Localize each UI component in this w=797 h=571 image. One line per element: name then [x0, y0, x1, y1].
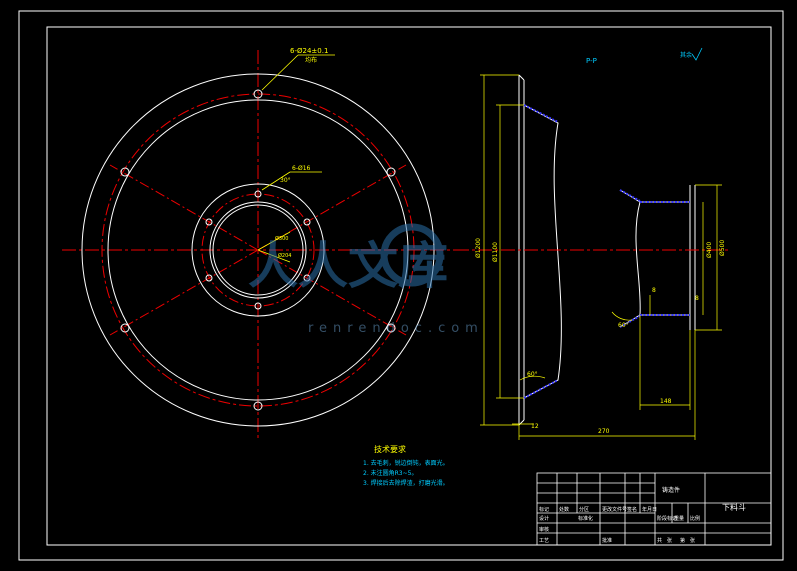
tb-cell: 比例 — [690, 515, 700, 522]
bolt-circle-inner — [201, 193, 315, 307]
tech-requirements: 技术要求 1. 去毛刺，锐边倒钝，表面光。 2. 未注圆角R3~5。 3. 焊接… — [363, 444, 449, 487]
tb-cell: 第 — [680, 537, 685, 544]
weld-hatch — [619, 315, 641, 328]
tb-cell: 标准化 — [578, 515, 593, 522]
watermark-logo — [380, 223, 444, 287]
leader-line — [261, 54, 299, 91]
title-block-frame — [536, 472, 772, 546]
hub-circle — [191, 183, 325, 317]
dim-holes-inner-label: 6-Ø16 — [292, 165, 311, 172]
dim-angle-left: 60° — [527, 371, 538, 378]
bolt-hole — [253, 89, 263, 99]
weld-hatch — [619, 189, 641, 202]
dim-line — [257, 231, 291, 251]
tb-cell: 审核 — [539, 526, 549, 533]
tech-item: 3. 焊接后去除焊渣，打磨光滑。 — [363, 479, 449, 487]
dim-rim-dia: Ø1100 — [492, 242, 499, 262]
tb-cell: 张 — [690, 537, 695, 544]
tb-cell: 阶段标记 — [657, 515, 677, 522]
inner-hole — [254, 190, 262, 198]
dim-inner-pcd: Ø300 — [275, 235, 288, 242]
tb-cell: 工艺 — [539, 538, 549, 544]
radial-line — [257, 249, 407, 336]
outer-frame — [18, 10, 784, 561]
tech-title: 技术要求 — [374, 444, 406, 454]
front-view: 6-Ø24±0.1 均布 6-Ø16 30° Ø300 Ø204 — [62, 47, 455, 440]
roughness-symbol — [691, 47, 703, 61]
bolt-hole — [253, 401, 263, 411]
watermark: 人人文库 renrendoc.com — [248, 223, 484, 336]
dim-hub-width: 8 — [695, 295, 699, 302]
radial-line — [109, 249, 259, 336]
bore-circle — [209, 201, 307, 299]
inner-hole — [254, 302, 262, 310]
tb-cell: 重量 — [674, 515, 684, 522]
tb-cell: 年月日 — [642, 506, 657, 513]
dim-holes-outer-label: 6-Ø24±0.1 — [290, 47, 328, 55]
dim-small: 8 — [652, 287, 656, 294]
watermark-url: renrendoc.com — [308, 321, 484, 336]
tech-item: 1. 去毛刺，锐边倒钝，表面光。 — [363, 459, 449, 467]
title-block — [536, 472, 772, 546]
bolt-hole — [120, 323, 130, 333]
tb-cell: 张 — [667, 537, 672, 544]
flange-edge — [518, 74, 525, 81]
dim-thickness: 12 — [531, 423, 539, 430]
watermark-text: 人人文库 — [248, 237, 448, 295]
title-block-text: 下料斗 铸造件 标记 处数 分区 更改文件号 签名 年月日 设计 标准化 阶段标… — [539, 486, 746, 544]
roughness-note: 其余 — [680, 51, 692, 59]
hub-body — [619, 189, 691, 328]
tb-cell: 共 — [657, 537, 662, 544]
cone-body — [523, 104, 562, 399]
bolt-hole — [386, 167, 396, 177]
angle-arc — [519, 375, 546, 381]
dim-holes-outer-note: 均布 — [305, 56, 317, 64]
dim-total: 270 — [598, 428, 610, 435]
section-label: P-P — [586, 57, 597, 65]
dim-outer-dia: Ø1200 — [475, 238, 482, 258]
hub-curve — [635, 201, 641, 316]
dim-hub-len: 148 — [660, 398, 672, 405]
inner-frame — [46, 26, 772, 546]
tb-cell: 设计 — [539, 515, 549, 522]
inner-hole — [205, 274, 213, 282]
dim-line — [257, 249, 291, 263]
bore-circle-inner — [212, 204, 304, 296]
outer-circle — [81, 73, 435, 427]
tb-cell: 更改文件号 — [602, 506, 627, 513]
dim-hub-dia-a: Ø500 — [719, 240, 726, 256]
tb-cell: 批准 — [602, 537, 612, 544]
dim-hub-dia-b: Ø400 — [706, 242, 713, 258]
inner-hole — [205, 218, 213, 226]
material: 铸造件 — [662, 486, 680, 494]
rim-circle — [107, 99, 409, 401]
section-view: P-P 其余 — [455, 47, 730, 440]
radial-line — [109, 164, 259, 251]
dim-inner-bore: Ø204 — [278, 252, 291, 259]
dim-angle-right: 60° — [618, 322, 629, 329]
weld-hatch — [523, 104, 559, 123]
bolt-circle-outer — [101, 93, 415, 407]
weld-hatch — [523, 379, 559, 399]
inner-hole — [303, 218, 311, 226]
dim-angle-inner: 30° — [280, 177, 291, 184]
bolt-hole — [386, 323, 396, 333]
tb-cell: 处数 — [559, 506, 569, 513]
tb-cell: 标记 — [539, 506, 549, 513]
inner-hole — [303, 274, 311, 282]
angle-arc — [611, 311, 633, 321]
tb-cell: 分区 — [579, 506, 589, 513]
radial-line — [257, 164, 407, 251]
part-name: 下料斗 — [722, 502, 746, 512]
tb-cell: 签名 — [627, 506, 637, 513]
bolt-hole — [120, 167, 130, 177]
leader-line — [261, 171, 291, 191]
tech-item: 2. 未注圆角R3~5。 — [363, 469, 417, 477]
